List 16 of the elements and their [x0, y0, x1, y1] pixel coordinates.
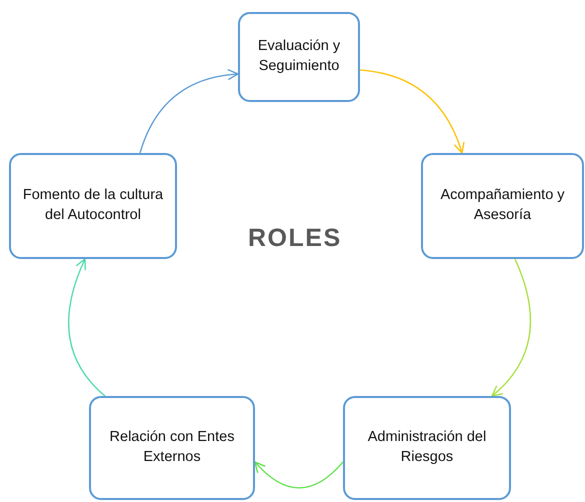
role-box — [421, 153, 584, 259]
center-title: ROLES — [248, 224, 342, 253]
curved-arrow — [254, 461, 344, 488]
role-text: Evaluación y Seguimiento — [256, 37, 342, 76]
role-box — [238, 12, 360, 102]
role-text: Fomento de la cultura del Autocontrol — [22, 186, 164, 225]
curved-arrow — [68, 258, 106, 396]
role-text: Administración del Riesgos — [366, 428, 488, 467]
curved-arrow — [360, 69, 464, 154]
curved-arrow — [139, 69, 239, 154]
role-text: Relación con Entes Externos — [108, 428, 236, 467]
role-box — [89, 396, 255, 500]
role-box — [9, 153, 177, 259]
curved-arrow — [491, 258, 532, 397]
role-box — [343, 396, 511, 500]
role-text: Acompañamiento y Asesoría — [439, 186, 566, 225]
